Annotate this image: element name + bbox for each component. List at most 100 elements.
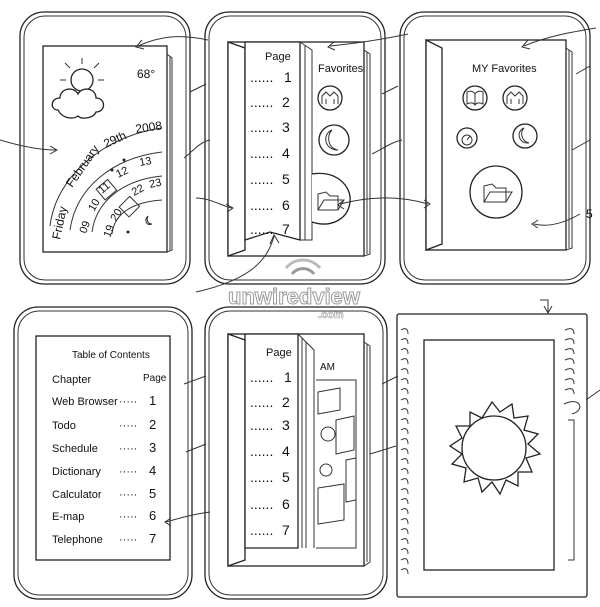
calendar-day-22[interactable]: 22 xyxy=(130,182,146,198)
page-index-number[interactable]: 2 xyxy=(282,94,290,110)
phone-page-index-am: Page ...... 1 ...... 2 ...... 3 ...... 4… xyxy=(204,306,388,600)
toc-page-header: Page xyxy=(143,373,167,384)
watermark-text: unwiredview xyxy=(228,284,361,309)
toc-page[interactable]: 5 xyxy=(149,486,156,501)
page-index-dots: ...... xyxy=(250,94,273,110)
toc-dots: ····· xyxy=(119,396,137,408)
page-index-number[interactable]: 3 xyxy=(282,119,290,135)
calendar-day-19[interactable]: 19 xyxy=(102,223,117,239)
toc-chapter[interactable]: E-map xyxy=(52,511,84,523)
calendar-day-12[interactable]: 12 xyxy=(114,165,130,181)
calendar-day-09[interactable]: 09 xyxy=(78,219,93,235)
cloud-icon xyxy=(51,88,105,119)
page-index-number[interactable]: 1 xyxy=(284,69,292,85)
folder-icon[interactable] xyxy=(311,172,351,225)
toc-chapter-header: Chapter xyxy=(52,374,91,386)
temperature-label: 68° xyxy=(137,67,155,81)
calendar-weekday: Friday xyxy=(49,205,70,241)
moon-icon[interactable] xyxy=(512,123,538,149)
page-index-number[interactable]: 4 xyxy=(282,145,290,161)
callout-label-5: 5 xyxy=(586,207,593,221)
book-icon[interactable] xyxy=(462,85,488,111)
phone-my-favorites: MY Favorites 5 xyxy=(399,11,593,285)
page-index-dots: ...... xyxy=(250,119,273,135)
phone-table-of-contents: Table of Contents Chapter Page Web Brows… xyxy=(13,306,193,600)
toc-page[interactable]: 3 xyxy=(149,440,156,455)
sun-icon xyxy=(60,58,104,92)
my-favorites-title: MY Favorites xyxy=(472,63,537,75)
page-index-title: Page xyxy=(265,51,291,63)
page-index-number[interactable]: 7 xyxy=(282,221,290,237)
calendar-month: February xyxy=(63,142,102,189)
calendar-day-10[interactable]: 10 xyxy=(86,197,103,214)
page-index-dots: ...... xyxy=(250,417,273,433)
toc-chapter[interactable]: Web Browser xyxy=(52,396,118,408)
page-index-number[interactable]: 7 xyxy=(282,522,290,538)
page-index-number[interactable]: 5 xyxy=(282,469,290,485)
page-index-number[interactable]: 1 xyxy=(284,369,292,385)
folder-icon[interactable] xyxy=(469,165,523,219)
page-index-dots: ...... xyxy=(250,443,273,459)
calendar-year: 2008 xyxy=(134,118,163,136)
spiral-binding-right xyxy=(563,328,581,561)
page-index-number[interactable]: 6 xyxy=(282,197,290,213)
calendar-day-23[interactable]: 23 xyxy=(148,177,162,191)
spiral-notebook xyxy=(396,313,588,598)
calendar-day: 29th xyxy=(101,128,128,151)
toc-chapter[interactable]: Dictionary xyxy=(52,466,101,478)
page-index-dots: ...... xyxy=(250,221,273,237)
home-icon[interactable] xyxy=(317,85,343,111)
page-index-list: ...... 1 ...... 2 ...... 3 ...... 4 ....… xyxy=(250,369,292,538)
page-index-number[interactable]: 5 xyxy=(282,171,290,187)
moon-icon[interactable] xyxy=(318,124,350,156)
calendar-day-20[interactable]: 20 xyxy=(108,207,125,224)
page-index-dots: ...... xyxy=(250,522,273,538)
toc-page[interactable]: 1 xyxy=(149,393,156,408)
watermark-domain: .com xyxy=(318,309,344,321)
phone-page-index-favorites: Page ...... 1 ...... 2 ...... 3 ...... 4… xyxy=(204,11,386,285)
am-label: AM xyxy=(320,362,335,373)
page-index-number[interactable]: 2 xyxy=(282,394,290,410)
connector-arrows xyxy=(0,27,600,527)
page-index-dots: ...... xyxy=(250,469,273,485)
favorites-title: Favorites xyxy=(318,63,364,75)
toc-list: Web Browser ····· 1 Todo ····· 2 Schedul… xyxy=(52,393,156,546)
toc-chapter[interactable]: Schedule xyxy=(52,443,98,455)
toc-dots: ····· xyxy=(119,466,137,478)
page-index-dots: ...... xyxy=(250,69,273,85)
toc-chapter[interactable]: Calculator xyxy=(52,489,102,501)
spiral-binding-left xyxy=(400,328,409,575)
toc-chapter[interactable]: Todo xyxy=(52,420,76,432)
toc-page[interactable]: 2 xyxy=(149,417,156,432)
toc-page[interactable]: 7 xyxy=(149,531,156,546)
page-index-dots: ...... xyxy=(250,171,273,187)
page-index-number[interactable]: 4 xyxy=(282,443,290,459)
calendar-day-13[interactable]: 13 xyxy=(138,155,152,169)
page-index-title: Page xyxy=(266,347,292,359)
clock-icon[interactable] xyxy=(456,127,478,149)
page-index-number[interactable]: 3 xyxy=(282,417,290,433)
page-index-dots: ...... xyxy=(250,394,273,410)
am-page-shapes xyxy=(316,379,357,549)
toc-dots: ····· xyxy=(119,443,137,455)
wifi-icon xyxy=(284,258,322,276)
page-index-list: ...... 1 ...... 2 ...... 3 ...... 4 ....… xyxy=(250,69,292,237)
toc-dots: ····· xyxy=(119,534,137,546)
page-index-dots: ...... xyxy=(250,369,273,385)
phone-weather-calendar: 68° Friday February 29th 2008 09 10 11 1… xyxy=(0,0,191,285)
toc-chapter[interactable]: Telephone xyxy=(52,534,103,546)
toc-dots: ····· xyxy=(119,511,137,523)
sun-icon[interactable] xyxy=(448,400,542,496)
toc-title: Table of Contents xyxy=(72,350,150,361)
toc-dots: ····· xyxy=(119,420,137,432)
toc-page[interactable]: 4 xyxy=(149,463,156,478)
page-index-dots: ...... xyxy=(250,496,273,512)
home-icon[interactable] xyxy=(502,85,528,111)
toc-page[interactable]: 6 xyxy=(149,508,156,523)
page-index-number[interactable]: 6 xyxy=(282,496,290,512)
page-index-dots: ...... xyxy=(250,145,273,161)
page-index-dots: ...... xyxy=(250,197,273,213)
calendar-day-21[interactable]: 21 xyxy=(0,0,12,3)
toc-dots: ····· xyxy=(119,489,137,501)
